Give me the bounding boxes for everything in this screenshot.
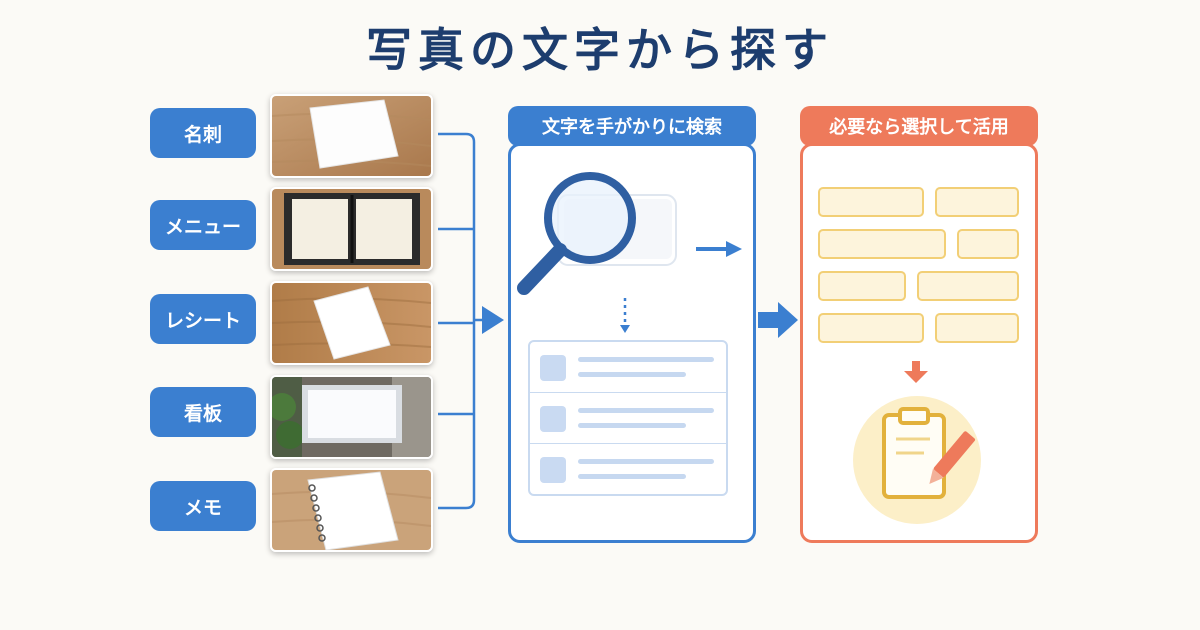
source-label-signboard: 看板 xyxy=(150,387,256,437)
use-panel-header: 必要なら選択して活用 xyxy=(800,106,1038,146)
result-thumbnail xyxy=(540,355,566,381)
source-label-menu: メニュー xyxy=(150,200,256,250)
selectable-card xyxy=(818,187,924,217)
selectable-card xyxy=(818,229,946,259)
magnifier-icon xyxy=(517,172,742,333)
search-panel-header: 文字を手がかりに検索 xyxy=(508,106,756,146)
selectable-card xyxy=(917,271,1019,301)
page-title: 写真の文字から探す xyxy=(366,23,834,77)
signboard-photo xyxy=(270,375,433,459)
result-row xyxy=(530,342,726,393)
memo-notebook-photo xyxy=(270,468,433,552)
source-label-receipt: レシート xyxy=(150,294,256,344)
arrow-right-icon xyxy=(778,302,798,338)
source-label-memo: メモ xyxy=(150,481,256,531)
clipboard-pencil-icon xyxy=(853,361,981,524)
result-row xyxy=(530,393,726,444)
result-row xyxy=(530,444,726,495)
receipt-photo xyxy=(270,281,433,365)
selectable-card xyxy=(935,313,1019,343)
business-card-photo xyxy=(270,94,433,178)
selectable-card xyxy=(935,187,1019,217)
menu-book-photo xyxy=(270,187,433,271)
result-thumbnail xyxy=(540,457,566,483)
selectable-card xyxy=(957,229,1019,259)
arrow-right-icon xyxy=(482,306,504,334)
source-label-business-card: 名刺 xyxy=(150,108,256,158)
selectable-card xyxy=(818,313,924,343)
selectable-card xyxy=(818,271,906,301)
search-result-list xyxy=(528,340,728,496)
result-thumbnail xyxy=(540,406,566,432)
